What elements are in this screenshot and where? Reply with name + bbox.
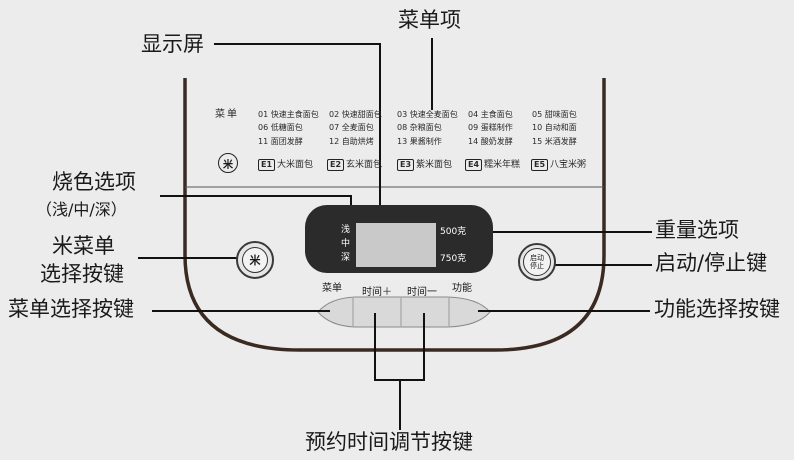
callout-rice-menu: 米菜单 (52, 234, 115, 258)
stop-label: 停止 (530, 262, 544, 270)
time-minus-key-label: 时间一 (407, 287, 437, 298)
callout-display-screen: 显示屏 (141, 32, 204, 56)
browning-medium-label: 中 (341, 239, 351, 249)
callout-rice-menu-select: 选择按键 (40, 262, 124, 286)
rice-menu-name: 紫米面包 (416, 159, 453, 170)
callout-browning-options: （浅/中/深） (36, 200, 127, 219)
callout-start-stop: 启动/停止键 (655, 251, 768, 275)
menu-item: 12 自助烘烤 (329, 137, 374, 146)
rice-code-badge: E5 (531, 159, 549, 171)
leader-display (214, 43, 381, 232)
start-stop-button[interactable]: 启动 停止 (518, 243, 556, 281)
callout-function-select: 功能选择按键 (654, 297, 780, 321)
menu-item: 10 自动和面 (532, 123, 577, 132)
rice-code-badge: E3 (397, 159, 415, 171)
function-select-key[interactable] (450, 298, 488, 326)
rice-menu-item: E5 八宝米粥 (531, 159, 586, 171)
rice-menu-item: E2 玄米面包 (327, 159, 382, 171)
menu-item: 05 甜味面包 (532, 110, 577, 119)
rice-menu-button-label: 米 (242, 247, 268, 273)
rice-menu-item: E3 紫米面包 (397, 159, 452, 171)
menu-item: 09 蛋糕制作 (468, 123, 513, 132)
rice-menu-item: E1 大米面包 (258, 159, 313, 171)
time-minus-key[interactable] (402, 298, 448, 326)
start-label: 启动 (530, 254, 544, 262)
weight-500-label: 500克 (440, 227, 467, 237)
menu-item: 02 快速甜面包 (329, 110, 382, 119)
menu-item: 14 酸奶发酵 (468, 137, 513, 146)
appliance-outline (183, 78, 606, 352)
callout-weight-option: 重量选项 (655, 218, 739, 242)
browning-light-label: 浅 (341, 225, 351, 235)
rice-menu-name: 大米面包 (277, 159, 314, 170)
function-key-label: 功能 (452, 283, 472, 294)
rice-code-badge: E2 (327, 159, 345, 171)
rice-code-badge: E1 (258, 159, 276, 171)
menu-item: 01 快速主食面包 (258, 110, 319, 119)
time-plus-key-label: 时间＋ (362, 287, 392, 298)
menu-item: 13 果酱制作 (397, 137, 442, 146)
lcd-screen (356, 223, 436, 267)
callout-browning-title: 烧色选项 (52, 170, 136, 194)
menu-panel-title: 菜单 (215, 109, 239, 120)
menu-item: 06 低糖面包 (258, 123, 303, 132)
menu-key-label: 菜单 (322, 283, 342, 294)
rice-menu-name: 八宝米粥 (550, 159, 587, 170)
menu-select-key[interactable] (320, 298, 353, 326)
callout-menu-items: 菜单项 (398, 8, 461, 32)
menu-item: 03 快速全麦面包 (397, 110, 458, 119)
time-plus-key[interactable] (354, 298, 400, 326)
menu-item: 11 面团发酵 (258, 137, 303, 146)
rice-menu-item: E4 糯米年糕 (465, 159, 520, 171)
menu-item: 15 米酒发酵 (532, 137, 577, 146)
rice-menu-name: 糯米年糕 (484, 159, 521, 170)
rice-icon: 米 (218, 153, 238, 173)
rice-menu-button[interactable]: 米 (236, 241, 274, 279)
callout-menu-select: 菜单选择按键 (8, 297, 134, 321)
menu-item: 08 杂粮面包 (397, 123, 442, 132)
weight-750-label: 750克 (440, 254, 467, 264)
menu-item: 04 主食面包 (468, 110, 513, 119)
callout-timer-adjust: 预约时间调节按键 (305, 430, 473, 454)
rice-menu-name: 玄米面包 (346, 159, 383, 170)
browning-dark-label: 深 (341, 253, 351, 263)
start-stop-button-face: 启动 停止 (523, 248, 551, 276)
menu-item: 07 全麦面包 (329, 123, 374, 132)
rice-code-badge: E4 (465, 159, 483, 171)
